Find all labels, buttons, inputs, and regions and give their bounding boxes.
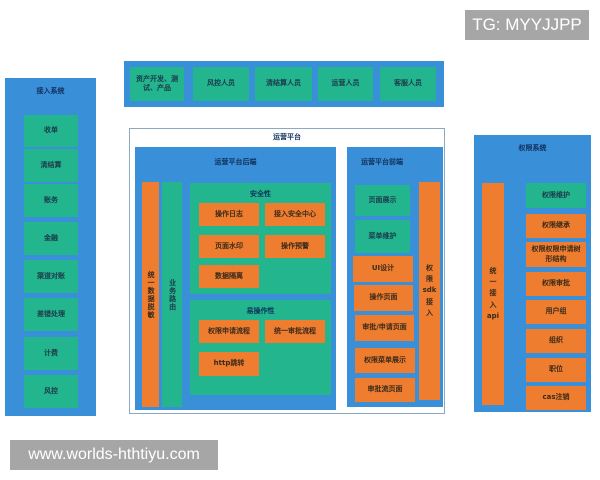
access-item: 风控 — [24, 375, 78, 408]
sdk-char: 限 — [426, 275, 433, 284]
ops-platform-title: 运营平台 — [273, 133, 301, 141]
access-item: 账务 — [24, 184, 78, 217]
usability-module: 易操作性 权限申请流程 统一审批流程 http跳转 — [190, 300, 331, 395]
security-item: 接入安全中心 — [265, 203, 325, 226]
sdk-char: 入 — [426, 308, 433, 317]
access-item: 差错处理 — [24, 298, 78, 331]
security-item: 数据隔离 — [199, 265, 259, 288]
usability-title: 易操作性 — [246, 307, 275, 315]
ops-frontend-title: 运营平台前端 — [361, 158, 403, 166]
watermark-badge-top: TG: MYYJJPP — [465, 10, 589, 40]
role-item: 资产开发、测试、产品 — [130, 67, 184, 101]
frontend-feature: 审批/申请页面 — [355, 315, 414, 341]
security-title: 安全性 — [250, 190, 271, 198]
permission-item: 用户组 — [526, 300, 586, 324]
permission-item: 职位 — [526, 358, 586, 382]
roles-container: 资产开发、测试、产品 风控人员 清结算人员 运营人员 客服人员 — [124, 61, 444, 107]
usability-item: http跳转 — [199, 352, 259, 376]
usability-item: 统一审批流程 — [265, 320, 325, 343]
permission-item: 权限权限申请树形结构 — [526, 242, 586, 267]
permission-item: 权限审批 — [526, 272, 586, 296]
access-item: 金融 — [24, 222, 78, 255]
frontend-feature: 操作页面 — [354, 285, 413, 311]
api-char: 入 — [489, 300, 497, 309]
access-system-container: 接入系统 收单 清结算 账务 金融 渠道对账 差错处理 计费 风控 — [5, 78, 96, 416]
security-item: 操作日志 — [199, 203, 259, 226]
access-item: 渠道对账 — [24, 260, 78, 293]
security-item: 操作预警 — [265, 235, 325, 258]
biz-routing-bar: 业务路由 — [162, 182, 182, 407]
role-item: 客服人员 — [380, 67, 436, 101]
access-system-title: 接入系统 — [36, 87, 65, 95]
frontend-feature: 审批流页面 — [355, 378, 415, 402]
role-item: 运营人员 — [318, 67, 373, 101]
unified-api-bar: 统 一 接 入 api — [482, 183, 504, 405]
watermark-badge-bottom: www.worlds-hthtiyu.com — [10, 440, 218, 470]
data-masking-bar: 统一数据脱敏 — [142, 182, 159, 407]
permission-system-title: 权限系统 — [518, 144, 547, 152]
sdk-char: sdk — [422, 286, 437, 295]
access-item: 收单 — [24, 115, 78, 147]
security-module: 安全性 操作日志 接入安全中心 页面水印 操作预警 数据隔离 — [190, 183, 331, 294]
permission-module: 权限维护 — [526, 183, 586, 208]
frontend-module: 菜单维护 — [355, 220, 410, 253]
access-item: 计费 — [24, 337, 78, 370]
role-item: 风控人员 — [193, 67, 249, 101]
frontend-module: 页面展示 — [355, 185, 410, 216]
permission-item: cas注销 — [526, 386, 586, 410]
frontend-feature: 权限菜单展示 — [355, 348, 415, 373]
frontend-feature: UI设计 — [353, 256, 413, 282]
sdk-char: 权 — [426, 264, 433, 273]
permission-item: 权限继承 — [526, 214, 586, 238]
api-char: api — [486, 311, 500, 320]
sdk-char: 接 — [426, 297, 433, 306]
api-char: 接 — [489, 289, 497, 298]
permission-item: 组织 — [526, 329, 586, 353]
biz-routing-label: 业务路由 — [168, 278, 177, 311]
data-masking-label: 统一数据脱敏 — [147, 270, 156, 319]
usability-item: 权限申请流程 — [199, 320, 259, 343]
role-item: 清结算人员 — [255, 67, 312, 101]
api-char: 统 — [489, 267, 497, 276]
access-item: 清结算 — [24, 149, 78, 182]
security-item: 页面水印 — [199, 235, 259, 258]
api-char: 一 — [489, 278, 497, 287]
ops-backend-title: 运营平台后端 — [214, 158, 257, 166]
permission-sdk-bar: 权 限 sdk 接 入 — [419, 182, 440, 400]
